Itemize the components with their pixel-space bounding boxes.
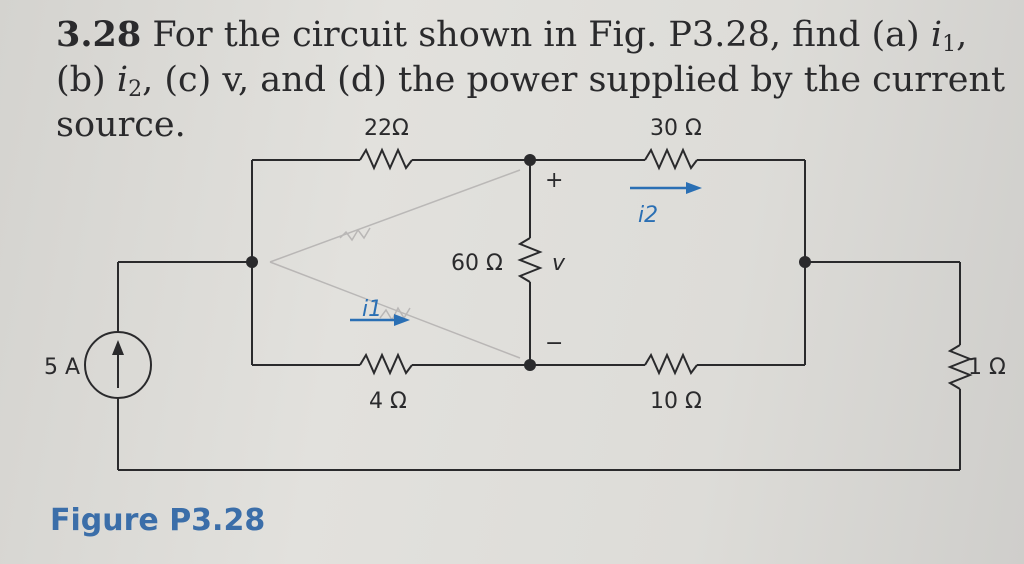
resistor-30-symbol	[644, 147, 698, 171]
var-i2: i	[116, 60, 129, 100]
node-left	[246, 256, 258, 268]
var-i2-sub: 2	[128, 77, 143, 102]
node-top-mid	[524, 154, 536, 166]
label-1-ohm: 1 Ω	[968, 355, 1006, 380]
problem-text-3: source.	[56, 105, 186, 145]
var-i1-sub: 1	[942, 32, 957, 57]
problem-line-1: 3.28 For the circuit shown in Fig. P3.28…	[56, 14, 968, 57]
label-i1: i1	[362, 297, 382, 322]
problem-statement: 3.28 For the circuit shown in Fig. P3.28…	[56, 12, 1006, 148]
problem-line-2: (b) i2, (c) v, and (d) the power supplie…	[56, 60, 1006, 102]
source-arrow-head	[112, 340, 124, 355]
node-bottom-mid	[524, 359, 536, 371]
resistor-60-symbol	[517, 237, 543, 283]
node-right	[799, 256, 811, 268]
label-v: v	[552, 251, 566, 276]
resistor-22-symbol	[359, 147, 413, 171]
label-minus: −	[545, 331, 563, 356]
resistor-4-symbol	[359, 352, 413, 376]
i1-arrow-head	[394, 314, 410, 326]
problem-line-3: source.	[56, 103, 996, 148]
i2-arrow-head	[686, 182, 702, 194]
pencil-resistor-lower	[379, 306, 411, 322]
problem-text-1: For the circuit shown in Fig. P3.28, fin…	[152, 15, 920, 55]
label-22-ohm: 22Ω	[364, 116, 409, 141]
label-4-ohm: 4 Ω	[369, 389, 407, 414]
label-30-ohm: 30 Ω	[650, 116, 702, 141]
var-i1: i	[930, 15, 943, 55]
resistor-10-symbol	[644, 352, 698, 376]
figure-caption: Figure P3.28	[50, 503, 266, 538]
pencil-resistor-upper	[339, 227, 371, 242]
problem-number: 3.28	[56, 14, 142, 55]
resistor-1-symbol	[947, 344, 973, 390]
problem-text-2: (c) v, and (d) the power supplied by the…	[164, 60, 1006, 100]
pencil-line-lower	[269, 261, 521, 359]
part-b: (b)	[56, 60, 106, 100]
label-plus: +	[545, 168, 563, 193]
label-60-ohm: 60 Ω	[451, 251, 503, 276]
pencil-line-upper	[269, 169, 521, 263]
label-10-ohm: 10 Ω	[650, 389, 702, 414]
label-source: 5 A	[44, 355, 80, 380]
label-i2: i2	[638, 203, 658, 228]
